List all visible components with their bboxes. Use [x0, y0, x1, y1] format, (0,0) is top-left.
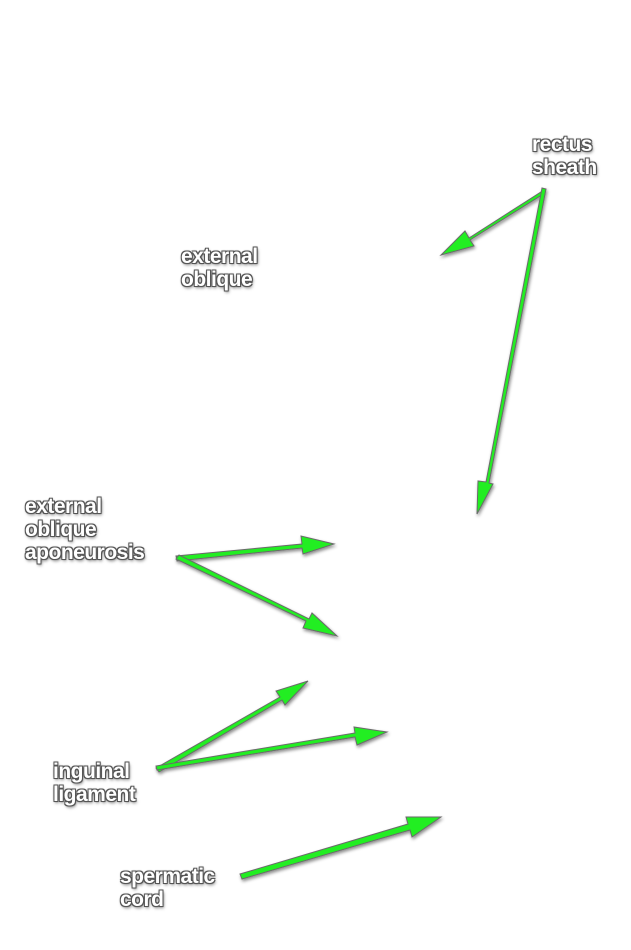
- label-rectus-sheath-line-2: sheath: [532, 156, 597, 179]
- label-rectus-sheath: rectus sheath: [532, 133, 597, 179]
- label-inguinal-ligament: inguinal ligament: [53, 760, 136, 806]
- label-external-oblique-line-1: external: [181, 245, 258, 268]
- label-aponeurosis-line-3: aponeurosis: [25, 541, 145, 564]
- label-spermatic-cord: spermatic cord: [120, 865, 215, 911]
- arrow-rectus-sheath-upper: [439, 189, 546, 256]
- label-inguinal-line-1: inguinal: [53, 760, 130, 783]
- arrow-spermatic-cord: [239, 816, 443, 880]
- label-external-oblique-aponeurosis: external oblique aponeurosis: [25, 495, 145, 564]
- label-aponeurosis-line-2: oblique: [25, 518, 97, 541]
- label-external-oblique: external oblique: [181, 245, 258, 291]
- arrow-inguinal-upper: [155, 680, 309, 773]
- label-aponeurosis-line-1: external: [25, 495, 102, 518]
- label-external-oblique-line-2: oblique: [181, 268, 253, 291]
- arrow-aponeurosis-upper: [175, 535, 336, 562]
- arrow-inguinal-lower: [155, 726, 389, 771]
- arrow-rectus-sheath-lower: [476, 187, 547, 515]
- label-spermatic-line-2: cord: [120, 888, 164, 911]
- label-spermatic-line-1: spermatic: [120, 865, 215, 888]
- label-inguinal-line-2: ligament: [53, 783, 136, 806]
- label-rectus-sheath-line-1: rectus: [532, 133, 593, 156]
- arrow-aponeurosis-lower: [175, 554, 339, 637]
